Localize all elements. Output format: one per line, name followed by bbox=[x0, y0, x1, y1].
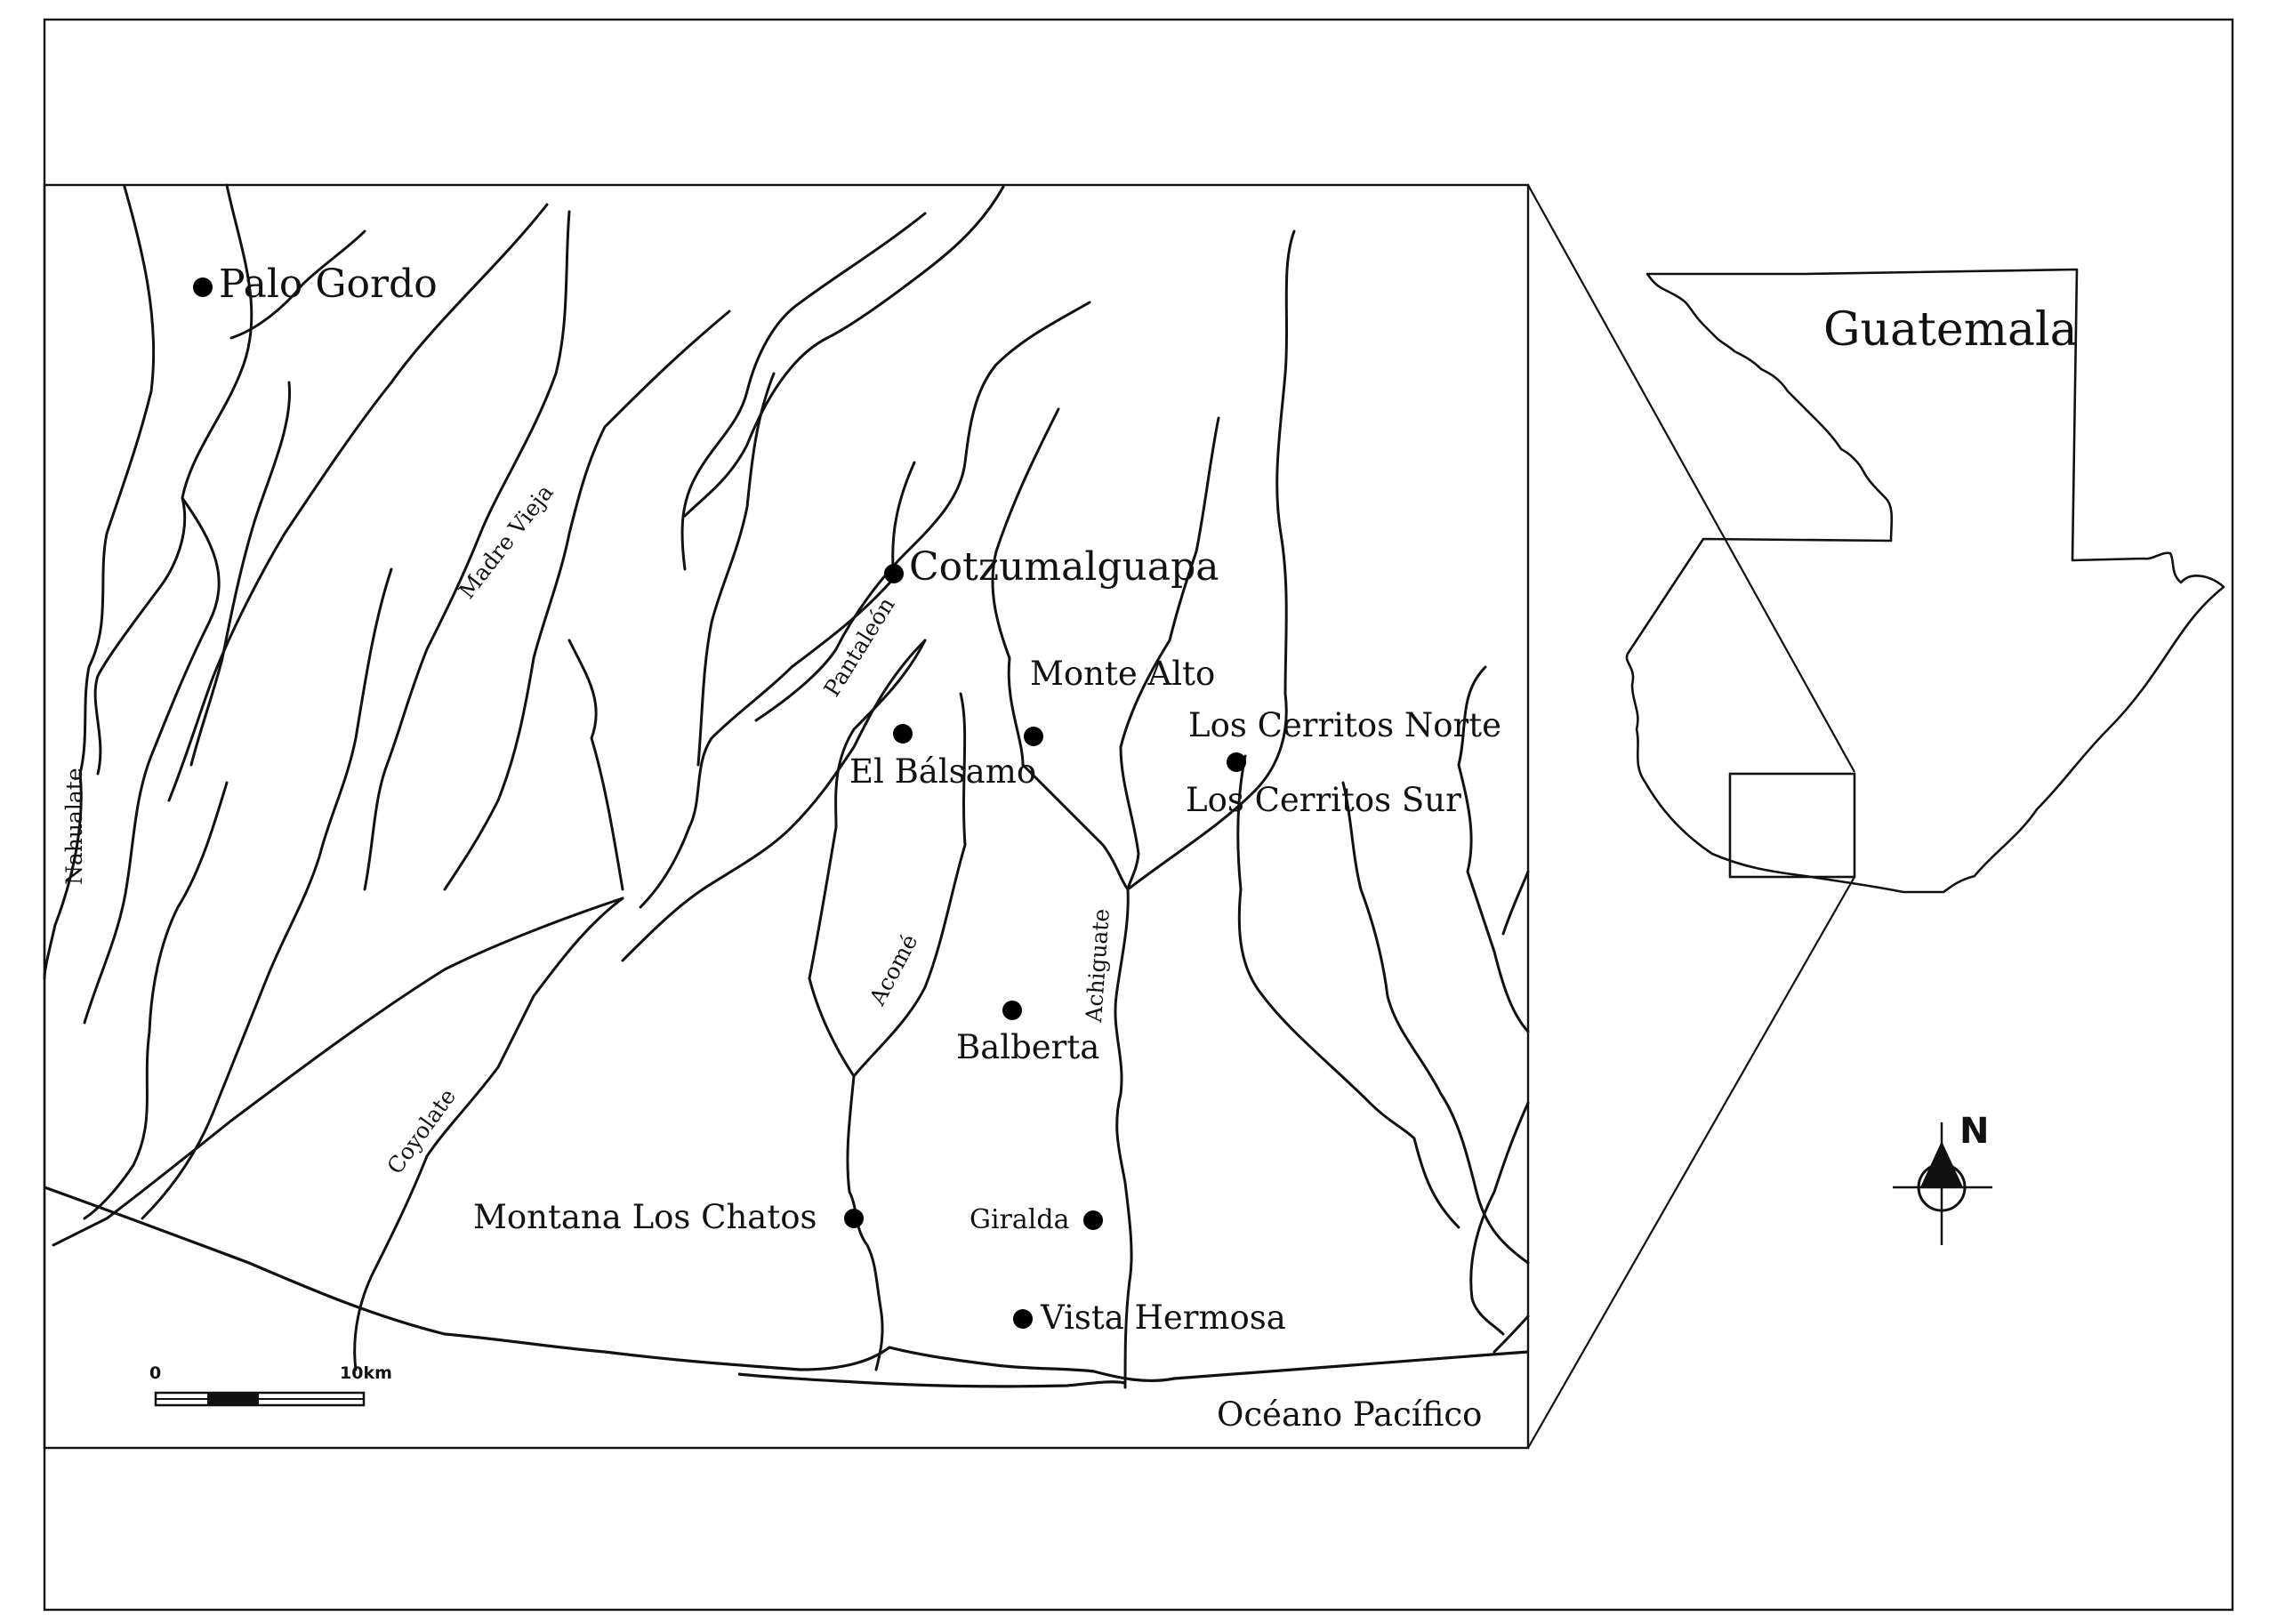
river-west-c bbox=[141, 567, 393, 1220]
site-dot bbox=[884, 564, 904, 583]
river-label-acome: Acomé bbox=[864, 930, 922, 1010]
river-mid-a bbox=[754, 301, 1091, 722]
site-dot bbox=[1024, 727, 1043, 746]
site-balberta: Balberta bbox=[956, 1001, 1099, 1066]
river-east-a bbox=[1341, 781, 1530, 1265]
river-coyolate-north bbox=[683, 185, 1005, 518]
site-monte-alto: Monte Alto bbox=[1024, 655, 1215, 746]
site-dot bbox=[893, 724, 913, 744]
north-label: N bbox=[1959, 1111, 1989, 1152]
site-dot bbox=[1002, 1001, 1022, 1020]
connector-line-bottom bbox=[1527, 876, 1855, 1449]
river-label-coyolate: Coyolate bbox=[382, 1084, 461, 1179]
site-vista-hermosa: Vista Hermosa bbox=[1013, 1298, 1286, 1337]
main-map-frame bbox=[43, 183, 1530, 1450]
site-label-sur: Los Cerritos Sur bbox=[1186, 781, 1461, 819]
river-acome bbox=[808, 639, 967, 1078]
river-coyolate bbox=[353, 896, 624, 1371]
river-nahualate-east bbox=[93, 183, 253, 776]
river-west-a bbox=[83, 496, 221, 1025]
river-east-b bbox=[1457, 665, 1530, 1033]
river-coyolate-north-b bbox=[680, 212, 927, 571]
scale-end-label: 10km bbox=[340, 1363, 392, 1383]
river-guacalate bbox=[1236, 754, 1460, 1229]
river-pantaleon-upper bbox=[696, 372, 776, 767]
site-palo-gordo: Palo Gordo bbox=[193, 261, 438, 307]
guatemala-outline bbox=[1625, 268, 2225, 894]
site-dot bbox=[1013, 1309, 1033, 1329]
river-el-balsamo-west bbox=[621, 639, 927, 962]
river-label-madre-vieja: Madre Vieja bbox=[454, 479, 559, 603]
river-upper-east bbox=[1493, 1314, 1530, 1354]
river-acome-lower bbox=[846, 1074, 884, 1371]
study-area-box bbox=[1728, 772, 1856, 879]
site-dot bbox=[1083, 1210, 1103, 1230]
north-arrow-head bbox=[1920, 1141, 1963, 1187]
site-markers: Palo Gordo Cotzumalguapa Monte Alto El B… bbox=[193, 261, 1501, 1337]
river-east-d bbox=[1501, 870, 1530, 936]
river-achiguate-east-a bbox=[1126, 229, 1296, 891]
river-madre-vieja-trib bbox=[363, 210, 571, 891]
connector-line-top bbox=[1527, 184, 1855, 773]
site-dot bbox=[193, 277, 213, 297]
inset-title: Guatemala bbox=[1823, 303, 2078, 357]
site-dot bbox=[1227, 752, 1246, 772]
river-nahualate bbox=[43, 185, 156, 980]
site-montana-los-chatos: Montana Los Chatos bbox=[473, 1198, 864, 1236]
site-label: Montana Los Chatos bbox=[473, 1198, 817, 1236]
river-achiguate bbox=[1114, 888, 1133, 1389]
site-label: Giralda bbox=[970, 1204, 1070, 1235]
river-monte-alto-west bbox=[991, 407, 1130, 891]
river-network bbox=[43, 183, 1530, 1389]
site-label: El Bálsamo bbox=[849, 752, 1036, 791]
site-label: Monte Alto bbox=[1030, 655, 1215, 693]
site-el-balsamo: El Bálsamo bbox=[849, 724, 1036, 791]
site-cotzumalguapa: Cotzumalguapa bbox=[884, 544, 1219, 590]
river-coyolate-upper bbox=[443, 310, 731, 891]
river-pantaleon bbox=[639, 461, 916, 909]
scale-start-label: 0 bbox=[149, 1363, 161, 1383]
ocean-label: Océano Pacífico bbox=[1217, 1395, 1482, 1434]
north-arrow: N bbox=[1893, 1111, 1992, 1245]
site-label-norte: Los Cerritos Norte bbox=[1188, 706, 1501, 744]
river-label-nahualate: Nahualate bbox=[61, 768, 87, 885]
site-label: Palo Gordo bbox=[219, 261, 438, 307]
site-label: Cotzumalguapa bbox=[909, 544, 1219, 590]
river-east-c bbox=[1469, 1101, 1530, 1336]
river-label-achiguate: Achiguate bbox=[1081, 908, 1114, 1025]
river-west-b bbox=[189, 381, 292, 767]
scale-bar: 0 10km bbox=[149, 1363, 392, 1407]
river-coyolate-west bbox=[52, 896, 624, 1247]
river-madre-vieja-lower bbox=[567, 639, 624, 891]
site-dot bbox=[844, 1209, 864, 1228]
site-label: Balberta bbox=[956, 1028, 1099, 1066]
site-los-cerritos: Los Cerritos Norte Los Cerritos Sur bbox=[1186, 706, 1501, 819]
river-palogordo-trib bbox=[229, 229, 366, 340]
river-monte-alto-east bbox=[1119, 416, 1220, 891]
inset-map: Guatemala bbox=[1625, 268, 2225, 894]
site-label: Vista Hermosa bbox=[1040, 1298, 1286, 1337]
site-giralda: Giralda bbox=[970, 1204, 1103, 1235]
river-west-d bbox=[83, 781, 229, 1220]
coastline-bar bbox=[737, 1372, 1126, 1388]
main-map-panel: Nahualate Madre Vieja Pantaleón Coyolate… bbox=[43, 183, 1530, 1450]
coastline bbox=[44, 1186, 1529, 1383]
river-madre-vieja bbox=[167, 203, 549, 802]
